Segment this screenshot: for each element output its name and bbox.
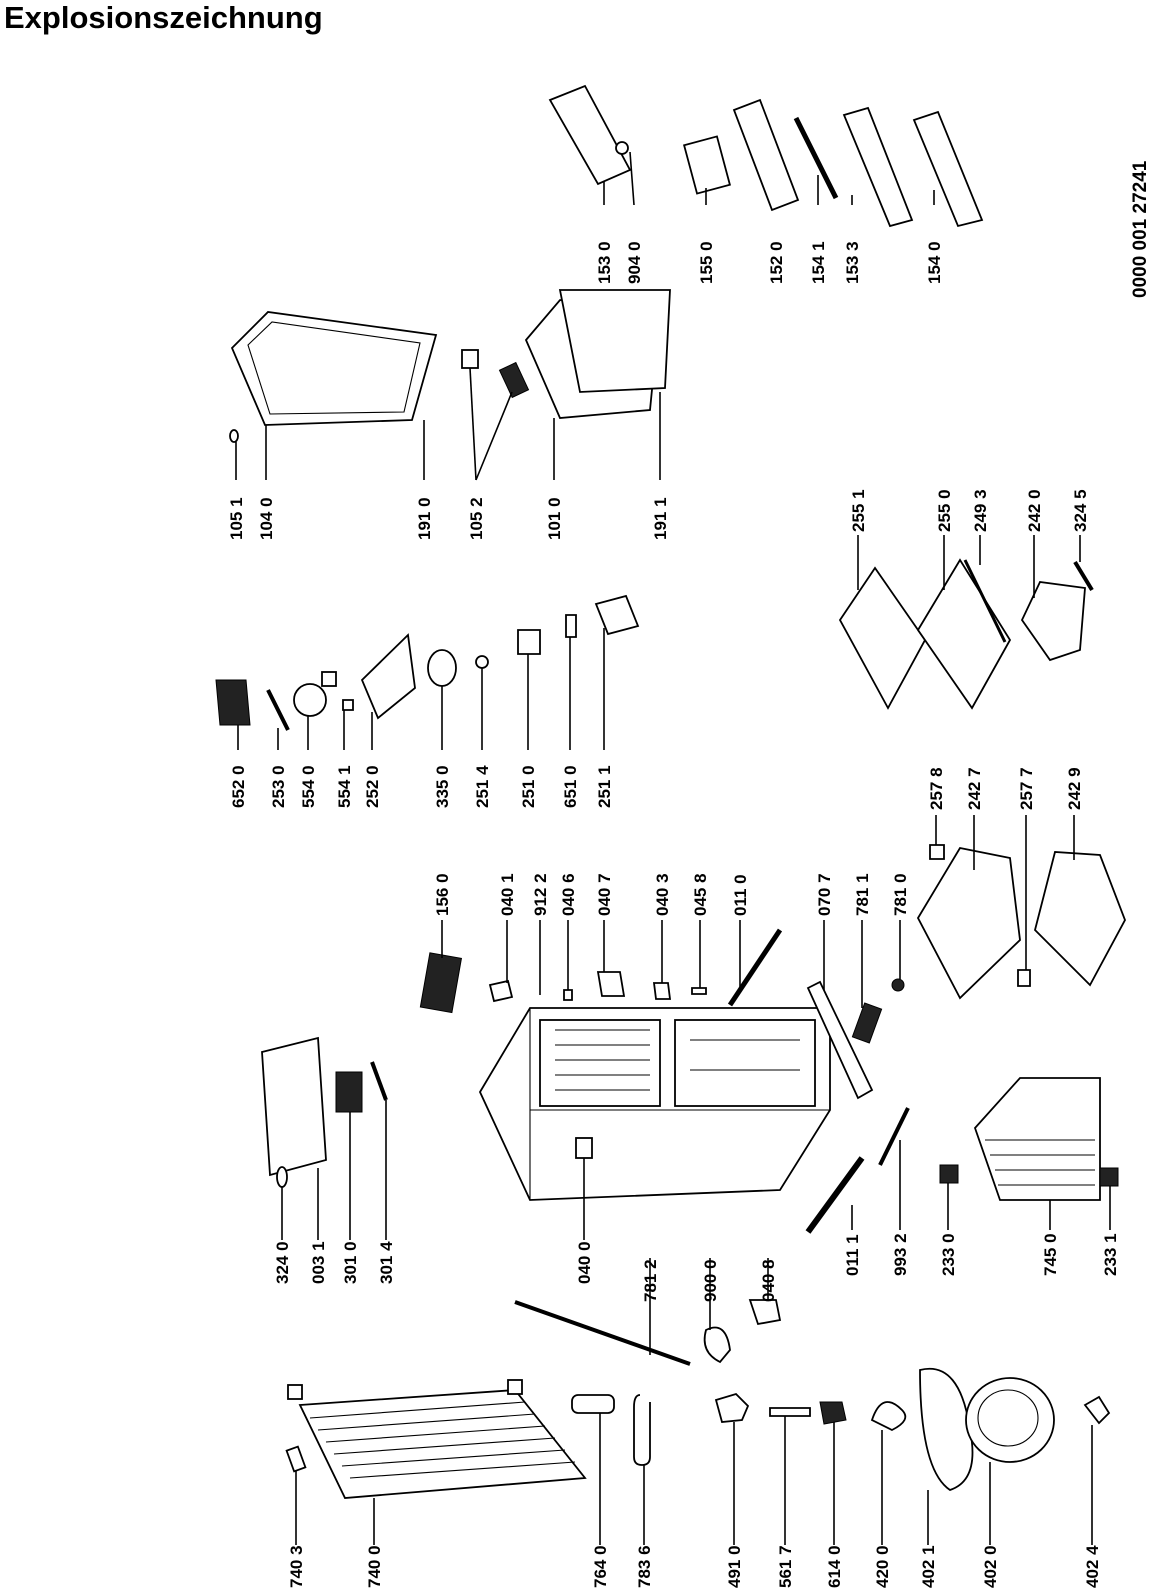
part-label: 233 0 [939, 1233, 958, 1276]
part-label: 242 0 [1025, 489, 1044, 532]
part-label: 324 0 [273, 1241, 292, 1284]
part-label: 614 0 [825, 1545, 844, 1588]
part-label: 740 0 [365, 1545, 384, 1588]
cabinet-drawing [478, 1007, 831, 1201]
part-label: 040 3 [653, 873, 672, 916]
part-label: 324 5 [1071, 489, 1090, 532]
part-drawings [215, 84, 1126, 1499]
part-label: 900 0 [701, 1259, 720, 1302]
part-label: 040 1 [498, 873, 517, 916]
part-label: 783 6 [635, 1545, 654, 1588]
part-label: 740 3 [287, 1545, 306, 1588]
part-label: 255 0 [935, 489, 954, 532]
part-label: 104 0 [257, 497, 276, 540]
part-label: 233 1 [1101, 1233, 1120, 1276]
part-label: 651 0 [561, 765, 580, 808]
part-label: 070 7 [815, 873, 834, 916]
part-label: 554 0 [299, 765, 318, 808]
part-label: 191 0 [415, 497, 434, 540]
part-label: 251 0 [519, 765, 538, 808]
part-label: 251 4 [473, 765, 492, 808]
part-label: 781 1 [853, 873, 872, 916]
part-label: 242 9 [1065, 767, 1084, 810]
part-label: 561 7 [776, 1545, 795, 1588]
part-label: 153 0 [595, 241, 614, 284]
part-label: 420 0 [873, 1545, 892, 1588]
part-label: 402 1 [919, 1545, 938, 1588]
part-label: 040 6 [559, 873, 578, 916]
part-label: 191 1 [651, 497, 670, 540]
part-label: 249 3 [971, 489, 990, 532]
part-label: 153 3 [843, 241, 862, 284]
part-label: 154 0 [925, 241, 944, 284]
part-label: 040 0 [575, 1241, 594, 1284]
part-label: 154 1 [809, 241, 828, 284]
part-label: 045 8 [691, 873, 710, 916]
part-label: 040 8 [759, 1259, 778, 1302]
part-label: 912 2 [531, 873, 550, 916]
condenser-drawing [285, 1379, 587, 1499]
part-label: 301 0 [341, 1241, 360, 1284]
part-label: 652 0 [229, 765, 248, 808]
part-labels: 740 3 740 0 764 0 783 6 491 0 561 7 614 … [227, 241, 1120, 1588]
part-label: 253 0 [269, 765, 288, 808]
part-label: 105 1 [227, 497, 246, 540]
part-label: 257 7 [1017, 767, 1036, 810]
part-label: 252 0 [363, 765, 382, 808]
part-label: 152 0 [767, 241, 786, 284]
part-label: 257 8 [927, 767, 946, 810]
part-label: 554 1 [335, 765, 354, 808]
page-title: Explosionszeichnung [4, 0, 323, 35]
part-label: 011 0 [731, 874, 750, 916]
part-label: 040 7 [595, 873, 614, 916]
part-label: 301 4 [377, 1241, 396, 1284]
part-label: 251 1 [595, 765, 614, 808]
part-label: 781 0 [891, 873, 910, 916]
part-label: 011 1 [843, 1234, 862, 1276]
part-label: 745 0 [1041, 1233, 1060, 1276]
part-label: 101 0 [545, 497, 564, 540]
part-label: 003 1 [309, 1241, 328, 1284]
part-label: 242 7 [965, 767, 984, 810]
part-label: 156 0 [433, 873, 452, 916]
part-label: 155 0 [697, 241, 716, 284]
leader-lines [235, 151, 1111, 1545]
part-label: 402 0 [981, 1545, 1000, 1588]
part-label: 993 2 [891, 1233, 910, 1276]
part-label: 255 1 [849, 489, 868, 532]
part-label: 491 0 [725, 1545, 744, 1588]
part-label: 335 0 [433, 765, 452, 808]
part-label: 781 2 [641, 1259, 660, 1302]
part-label: 402 4 [1083, 1545, 1102, 1588]
part-label: 764 0 [591, 1545, 610, 1588]
part-label: 904 0 [625, 241, 644, 284]
part-label: 105 2 [467, 497, 486, 540]
